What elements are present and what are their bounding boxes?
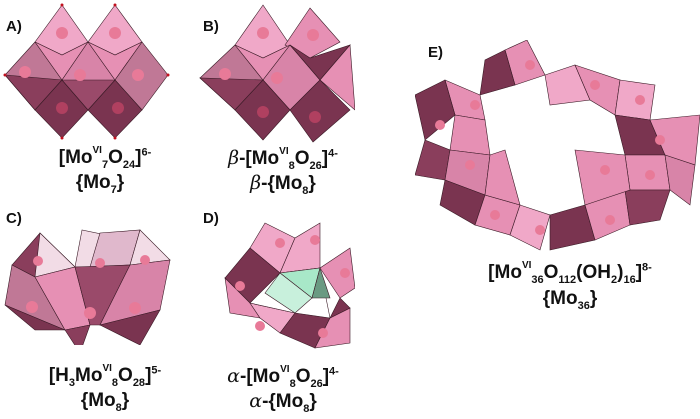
panel-label-a: A): [6, 18, 22, 35]
formula-b: β-[MoVI8O26]4-: [228, 146, 338, 172]
panel-label-c: C): [6, 210, 22, 227]
formula-d: α-[MoVI8O26]4-: [227, 364, 339, 390]
formula-c: [H3MoVI8O28]5-: [48, 363, 162, 389]
panel-label-d: D): [203, 210, 219, 227]
formula-a: [MoVI7O24]6-: [58, 145, 152, 171]
alpha-mo8-polyhedral-structure: [224, 222, 355, 349]
beta-mo8-polyhedral-structure: [199, 4, 355, 143]
panel-label-e: E): [428, 44, 443, 61]
short-name-b: β-{Mo8}: [250, 172, 316, 197]
short-name-a: {Mo7}: [75, 172, 125, 196]
short-name-d: α-{Mo8}: [249, 390, 317, 415]
short-name-e: {Mo36}: [542, 288, 598, 312]
h3mo8-polyhedral-structure: [4, 229, 171, 345]
formula-e: [MoVI36O112(OH2)16]8-: [488, 260, 652, 286]
short-name-c: {Mo8}: [80, 390, 130, 414]
mo36-ring-polyhedral-structure: [415, 40, 700, 251]
panel-label-b: B): [203, 18, 219, 35]
mo7-polyhedral-structure: [3, 3, 170, 140]
